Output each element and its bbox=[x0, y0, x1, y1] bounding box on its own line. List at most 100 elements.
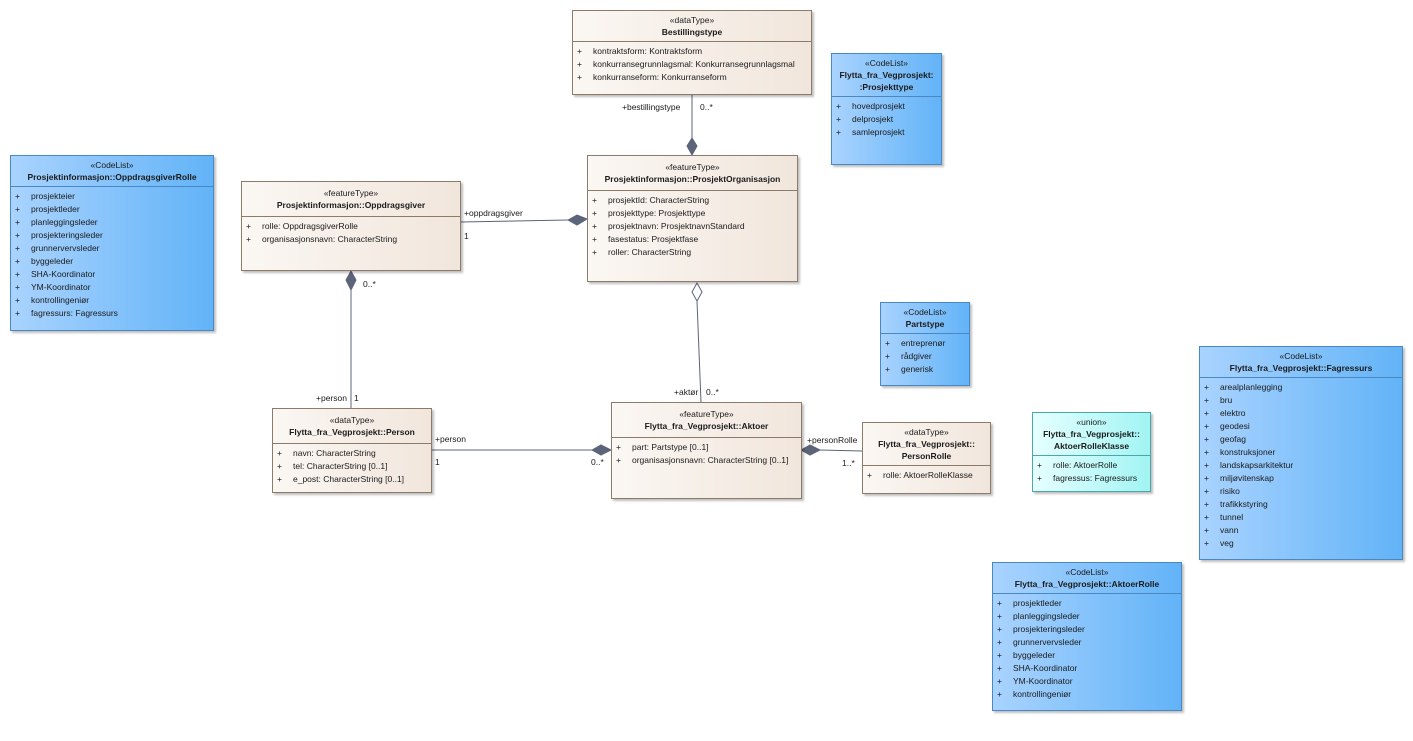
visibility: + bbox=[1204, 538, 1209, 548]
attribute-text: rolle: OppdragsgiverRolle bbox=[262, 221, 358, 231]
attribute: +delprosjekt bbox=[836, 113, 937, 126]
attribute: +prosjektleder bbox=[997, 597, 1177, 610]
attribute-text: prosjekttype: Prosjekttype bbox=[608, 208, 706, 218]
attribute-text: prosjekteier bbox=[31, 191, 75, 201]
class-name: Flytta_fra_Vegprosjekt::Aktoer bbox=[644, 421, 769, 431]
attribute: +vann bbox=[1204, 524, 1398, 537]
visibility: + bbox=[997, 611, 1002, 621]
attribute: +prosjekteringsleder bbox=[997, 623, 1177, 636]
class-name: Flytta_fra_Vegprosjekt: bbox=[839, 70, 934, 80]
visibility: + bbox=[246, 234, 251, 244]
visibility: + bbox=[1204, 499, 1209, 509]
attribute: +kontraktsform: Kontraktsform bbox=[577, 45, 807, 58]
class-person[interactable]: «dataType» Flytta_fra_Vegprosjekt::Perso… bbox=[272, 408, 432, 493]
class-header: «CodeList» Flytta_fra_Vegprosjekt::Fagre… bbox=[1200, 347, 1402, 377]
attribute: +organisasjonsnavn: CharacterString bbox=[246, 233, 456, 246]
attribute-text: rolle: AktoerRolleKlasse bbox=[883, 470, 973, 480]
assoc-role-aktoer-person: +person bbox=[435, 434, 466, 444]
attribute-list: +prosjektleder +planleggingsleder +prosj… bbox=[993, 593, 1181, 704]
attribute-text: roller: CharacterString bbox=[608, 247, 692, 257]
assoc-role-bestillingstype: +bestillingstype bbox=[622, 102, 681, 112]
attribute-text: YM-Koordinator bbox=[1013, 676, 1073, 686]
attribute-text: kontrollingeniør bbox=[1013, 689, 1072, 699]
class-oppdragsgiver[interactable]: «featureType» Prosjektinformasjon::Oppdr… bbox=[241, 181, 461, 271]
attribute: +fagressurs: Fagressurs bbox=[15, 307, 209, 320]
visibility: + bbox=[997, 689, 1002, 699]
attribute: +SHA-Koordinator bbox=[15, 268, 209, 281]
attribute-list: +prosjektId: CharacterString +prosjektty… bbox=[588, 190, 797, 262]
stereotype: «CodeList» bbox=[1065, 567, 1109, 577]
attribute: +grunnervervsleder bbox=[15, 242, 209, 255]
class-name: Flytta_fra_Vegprosjekt::Person bbox=[289, 427, 415, 437]
attribute: +geodesi bbox=[1204, 420, 1398, 433]
visibility: + bbox=[1037, 473, 1042, 483]
visibility: + bbox=[997, 624, 1002, 634]
class-header: «featureType» Prosjektinformasjon::Prosj… bbox=[588, 156, 797, 190]
class-fagressurs[interactable]: «CodeList» Flytta_fra_Vegprosjekt::Fagre… bbox=[1199, 346, 1403, 560]
class-header: «dataType» Flytta_fra_Vegprosjekt::Perso… bbox=[273, 409, 431, 443]
attribute-list: +arealplanlegging +bru +elektro +geodesi… bbox=[1200, 377, 1402, 553]
visibility: + bbox=[885, 338, 890, 348]
attribute: + prosjektleder bbox=[15, 203, 209, 216]
visibility: + bbox=[577, 59, 582, 69]
attribute-text: miljøvitenskap bbox=[1220, 473, 1274, 483]
class-header: «featureType» Flytta_fra_Vegprosjekt::Ak… bbox=[612, 403, 801, 437]
visibility: + bbox=[246, 221, 251, 231]
class-name: Prosjektinformasjon::ProsjektOrganisasjo… bbox=[604, 174, 781, 184]
attribute: +bru bbox=[1204, 394, 1398, 407]
class-aktoerrolle[interactable]: «CodeList» Flytta_fra_Vegprosjekt::Aktoe… bbox=[992, 562, 1182, 711]
attribute-text: hovedprosjekt bbox=[852, 101, 905, 111]
stereotype: «dataType» bbox=[329, 415, 375, 425]
visibility: + bbox=[836, 114, 841, 124]
attribute-text: SHA-Koordinator bbox=[1013, 663, 1078, 673]
attribute: +landskapsarkitektur bbox=[1204, 459, 1398, 472]
attribute: +trafikkstyring bbox=[1204, 498, 1398, 511]
class-name-cont: PersonRolle bbox=[901, 451, 952, 461]
visibility: + bbox=[577, 72, 582, 82]
attribute: +tel: CharacterString [0..1] bbox=[277, 460, 427, 473]
class-personrolle[interactable]: «dataType» Flytta_fra_Vegprosjekt:: Pers… bbox=[862, 422, 991, 494]
stereotype: «CodeList» bbox=[864, 58, 908, 68]
visibility: + bbox=[15, 256, 20, 266]
attribute: + kontrollingeniør bbox=[997, 688, 1177, 701]
attribute-text: prosjektleder bbox=[31, 204, 80, 214]
class-oppdragsgiverrolle[interactable]: «CodeList» Prosjektinformasjon::Oppdrags… bbox=[10, 155, 214, 331]
visibility: + bbox=[592, 234, 597, 244]
attribute: +elektro bbox=[1204, 407, 1398, 420]
class-aktoer[interactable]: «featureType» Flytta_fra_Vegprosjekt::Ak… bbox=[611, 402, 802, 499]
attribute-list: +rolle: AktoerRolleKlasse bbox=[863, 465, 990, 485]
visibility: + bbox=[1037, 460, 1042, 470]
attribute: +rolle: AktoerRolleKlasse bbox=[867, 469, 986, 482]
class-aktoerrolleklasse[interactable]: «union» Flytta_fra_Vegprosjekt:: AktoerR… bbox=[1032, 412, 1151, 492]
class-bestillingstype[interactable]: «dataType» Bestillingstype +kontraktsfor… bbox=[572, 10, 812, 95]
visibility: + bbox=[15, 204, 20, 214]
class-prosjekttype[interactable]: «CodeList» Flytta_fra_Vegprosjekt: :Pros… bbox=[831, 53, 942, 165]
assoc-mult-personrolle: 1..* bbox=[842, 458, 855, 468]
attribute-text: kontrollingeniør bbox=[31, 295, 90, 305]
attribute-text: e_post: CharacterString [0..1] bbox=[293, 474, 405, 484]
attribute: +risiko bbox=[1204, 485, 1398, 498]
visibility: + bbox=[277, 448, 282, 458]
class-prosjektorganisasjon[interactable]: «featureType» Prosjektinformasjon::Prosj… bbox=[587, 155, 798, 282]
attribute-text: part: Partstype [0..1] bbox=[632, 442, 709, 452]
attribute: +organisasjonsnavn: CharacterString [0..… bbox=[616, 454, 797, 467]
stereotype: «CodeList» bbox=[90, 160, 134, 170]
attribute: +SHA-Koordinator bbox=[997, 662, 1177, 675]
class-partstype[interactable]: «CodeList» Partstype +entreprenør +rådgi… bbox=[880, 302, 970, 386]
visibility: + bbox=[592, 221, 597, 231]
attribute-text: rådgiver bbox=[901, 351, 932, 361]
attribute: +prosjekttype: Prosjekttype bbox=[592, 207, 793, 220]
attribute-text: prosjektleder bbox=[1013, 598, 1062, 608]
attribute-text: tunnel bbox=[1220, 512, 1244, 522]
attribute: +fasestatus: Prosjektfase bbox=[592, 233, 793, 246]
attribute-text: entreprenør bbox=[901, 338, 946, 348]
stereotype: «dataType» bbox=[904, 427, 949, 437]
attribute: +geofag bbox=[1204, 433, 1398, 446]
visibility: + bbox=[277, 461, 282, 471]
visibility: + bbox=[15, 191, 20, 201]
class-name: Prosjektinformasjon::OppdragsgiverRolle bbox=[27, 172, 197, 182]
attribute: +prosjektId: CharacterString bbox=[592, 194, 793, 207]
attribute: +e_post: CharacterString [0..1] bbox=[277, 473, 427, 486]
class-name: Prosjektinformasjon::Oppdragsgiver bbox=[276, 200, 426, 210]
visibility: + bbox=[1204, 421, 1209, 431]
